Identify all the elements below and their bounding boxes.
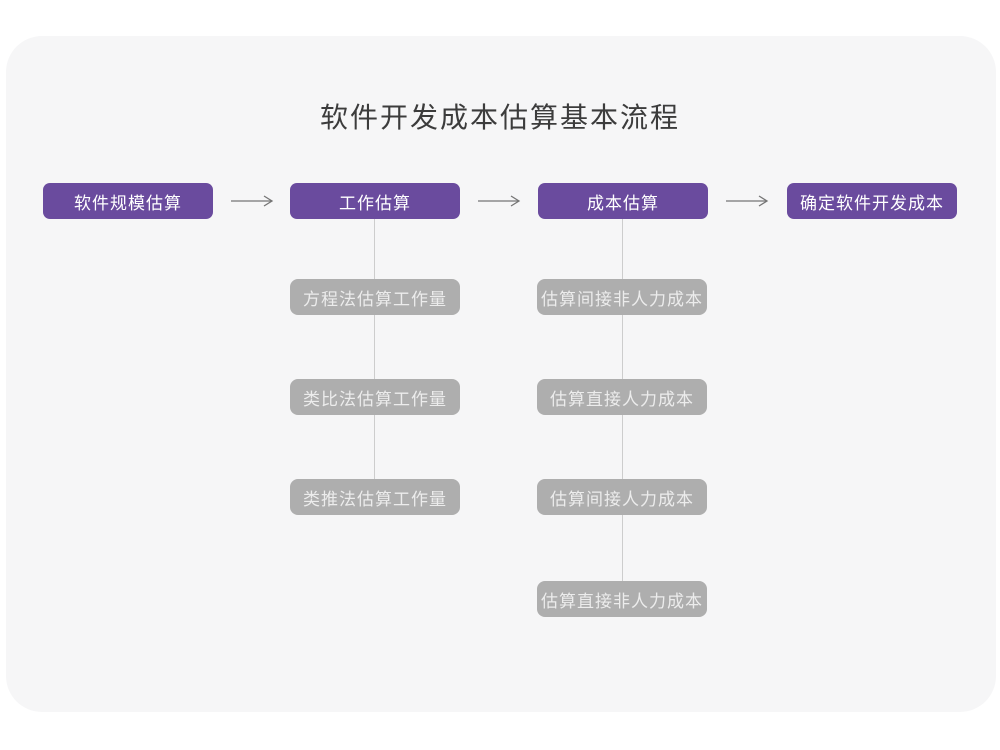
diagram-title: 软件开发成本估算基本流程 <box>319 102 680 133</box>
subnode-direct-labor-cost: 估算直接人力成本 <box>537 379 707 415</box>
node-effort-estimation: 工作估算 <box>290 183 460 219</box>
node-software-size-estimation: 软件规模估算 <box>43 183 213 219</box>
right-arrow-icon <box>725 195 769 207</box>
subnode-extrapolation-method-effort: 类推法估算工作量 <box>290 479 460 515</box>
subnode-analogy-method-effort: 类比法估算工作量 <box>290 379 460 415</box>
right-arrow-icon <box>477 195 521 207</box>
node-cost-estimation: 成本估算 <box>538 183 708 219</box>
connector-line-work-estimation <box>374 219 375 482</box>
subnode-equation-method-effort: 方程法估算工作量 <box>290 279 460 315</box>
right-arrow-icon <box>230 195 274 207</box>
canvas-card <box>6 36 996 712</box>
subnode-indirect-labor-cost: 估算间接人力成本 <box>537 479 707 515</box>
subnode-indirect-non-labor-cost: 估算间接非人力成本 <box>537 279 707 315</box>
subnode-direct-non-labor-cost: 估算直接非人力成本 <box>537 581 707 617</box>
node-determine-development-cost: 确定软件开发成本 <box>787 183 957 219</box>
